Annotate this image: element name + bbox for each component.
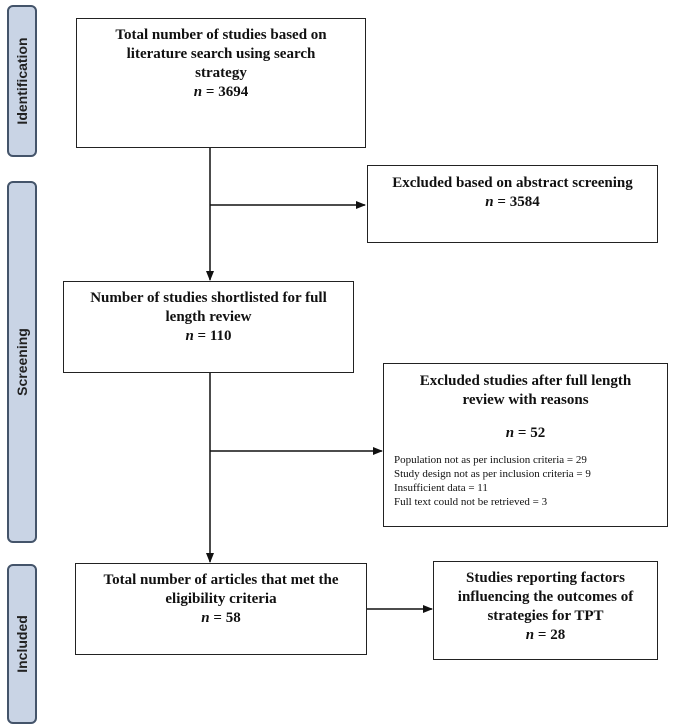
box-reporting-line3: strategies for TPT	[487, 608, 604, 624]
box-fulltext-line2: review with reasons	[462, 392, 589, 408]
box-fulltext-line1: Excluded studies after full length	[419, 373, 632, 389]
exclusion-reason: Full text could not be retrieved = 3	[394, 496, 548, 508]
phase-screening: Screening	[7, 181, 37, 543]
box-eligible-line2: eligibility criteria	[165, 591, 277, 607]
exclusion-reasons-list: Population not as per inclusion criteria…	[384, 453, 667, 509]
box-shortlisted-count: n = 110	[185, 328, 232, 344]
box-search-count: n = 3694	[193, 84, 249, 100]
box-literature-search: Total number of studies based on literat…	[76, 18, 366, 148]
exclusion-reason: Study design not as per inclusion criter…	[394, 468, 591, 480]
phase-identification: Identification	[7, 5, 37, 157]
box-abstract-line1: Excluded based on abstract screening	[392, 175, 633, 191]
box-eligible: Total number of articles that met the el…	[75, 563, 367, 655]
box-eligible-count: n = 58	[201, 610, 241, 626]
box-search-line3: strategy	[195, 65, 247, 81]
box-search-line1: Total number of studies based on	[115, 27, 327, 43]
phase-included: Included	[7, 564, 37, 724]
exclusion-reason: Insufficient data = 11	[394, 482, 488, 494]
box-abstract-count: n = 3584	[485, 194, 540, 210]
box-eligible-line1: Total number of articles that met the	[103, 572, 339, 588]
box-reporting-line1: Studies reporting factors	[466, 570, 625, 586]
box-fulltext-count: n = 52	[505, 425, 546, 441]
box-fulltext-excluded: Excluded studies after full length revie…	[383, 363, 668, 527]
box-reporting-factors: Studies reporting factors influencing th…	[433, 561, 658, 660]
box-shortlisted-line1: Number of studies shortlisted for full	[90, 290, 327, 306]
box-search-line2: literature search using search	[126, 46, 316, 62]
box-reporting-line2: influencing the outcomes of	[457, 589, 634, 605]
box-shortlisted-line2: length review	[165, 309, 252, 325]
box-abstract-excluded: Excluded based on abstract screening n =…	[367, 165, 658, 243]
box-reporting-count: n = 28	[525, 627, 566, 643]
box-shortlisted: Number of studies shortlisted for full l…	[63, 281, 354, 373]
exclusion-reason: Population not as per inclusion criteria…	[394, 454, 587, 466]
